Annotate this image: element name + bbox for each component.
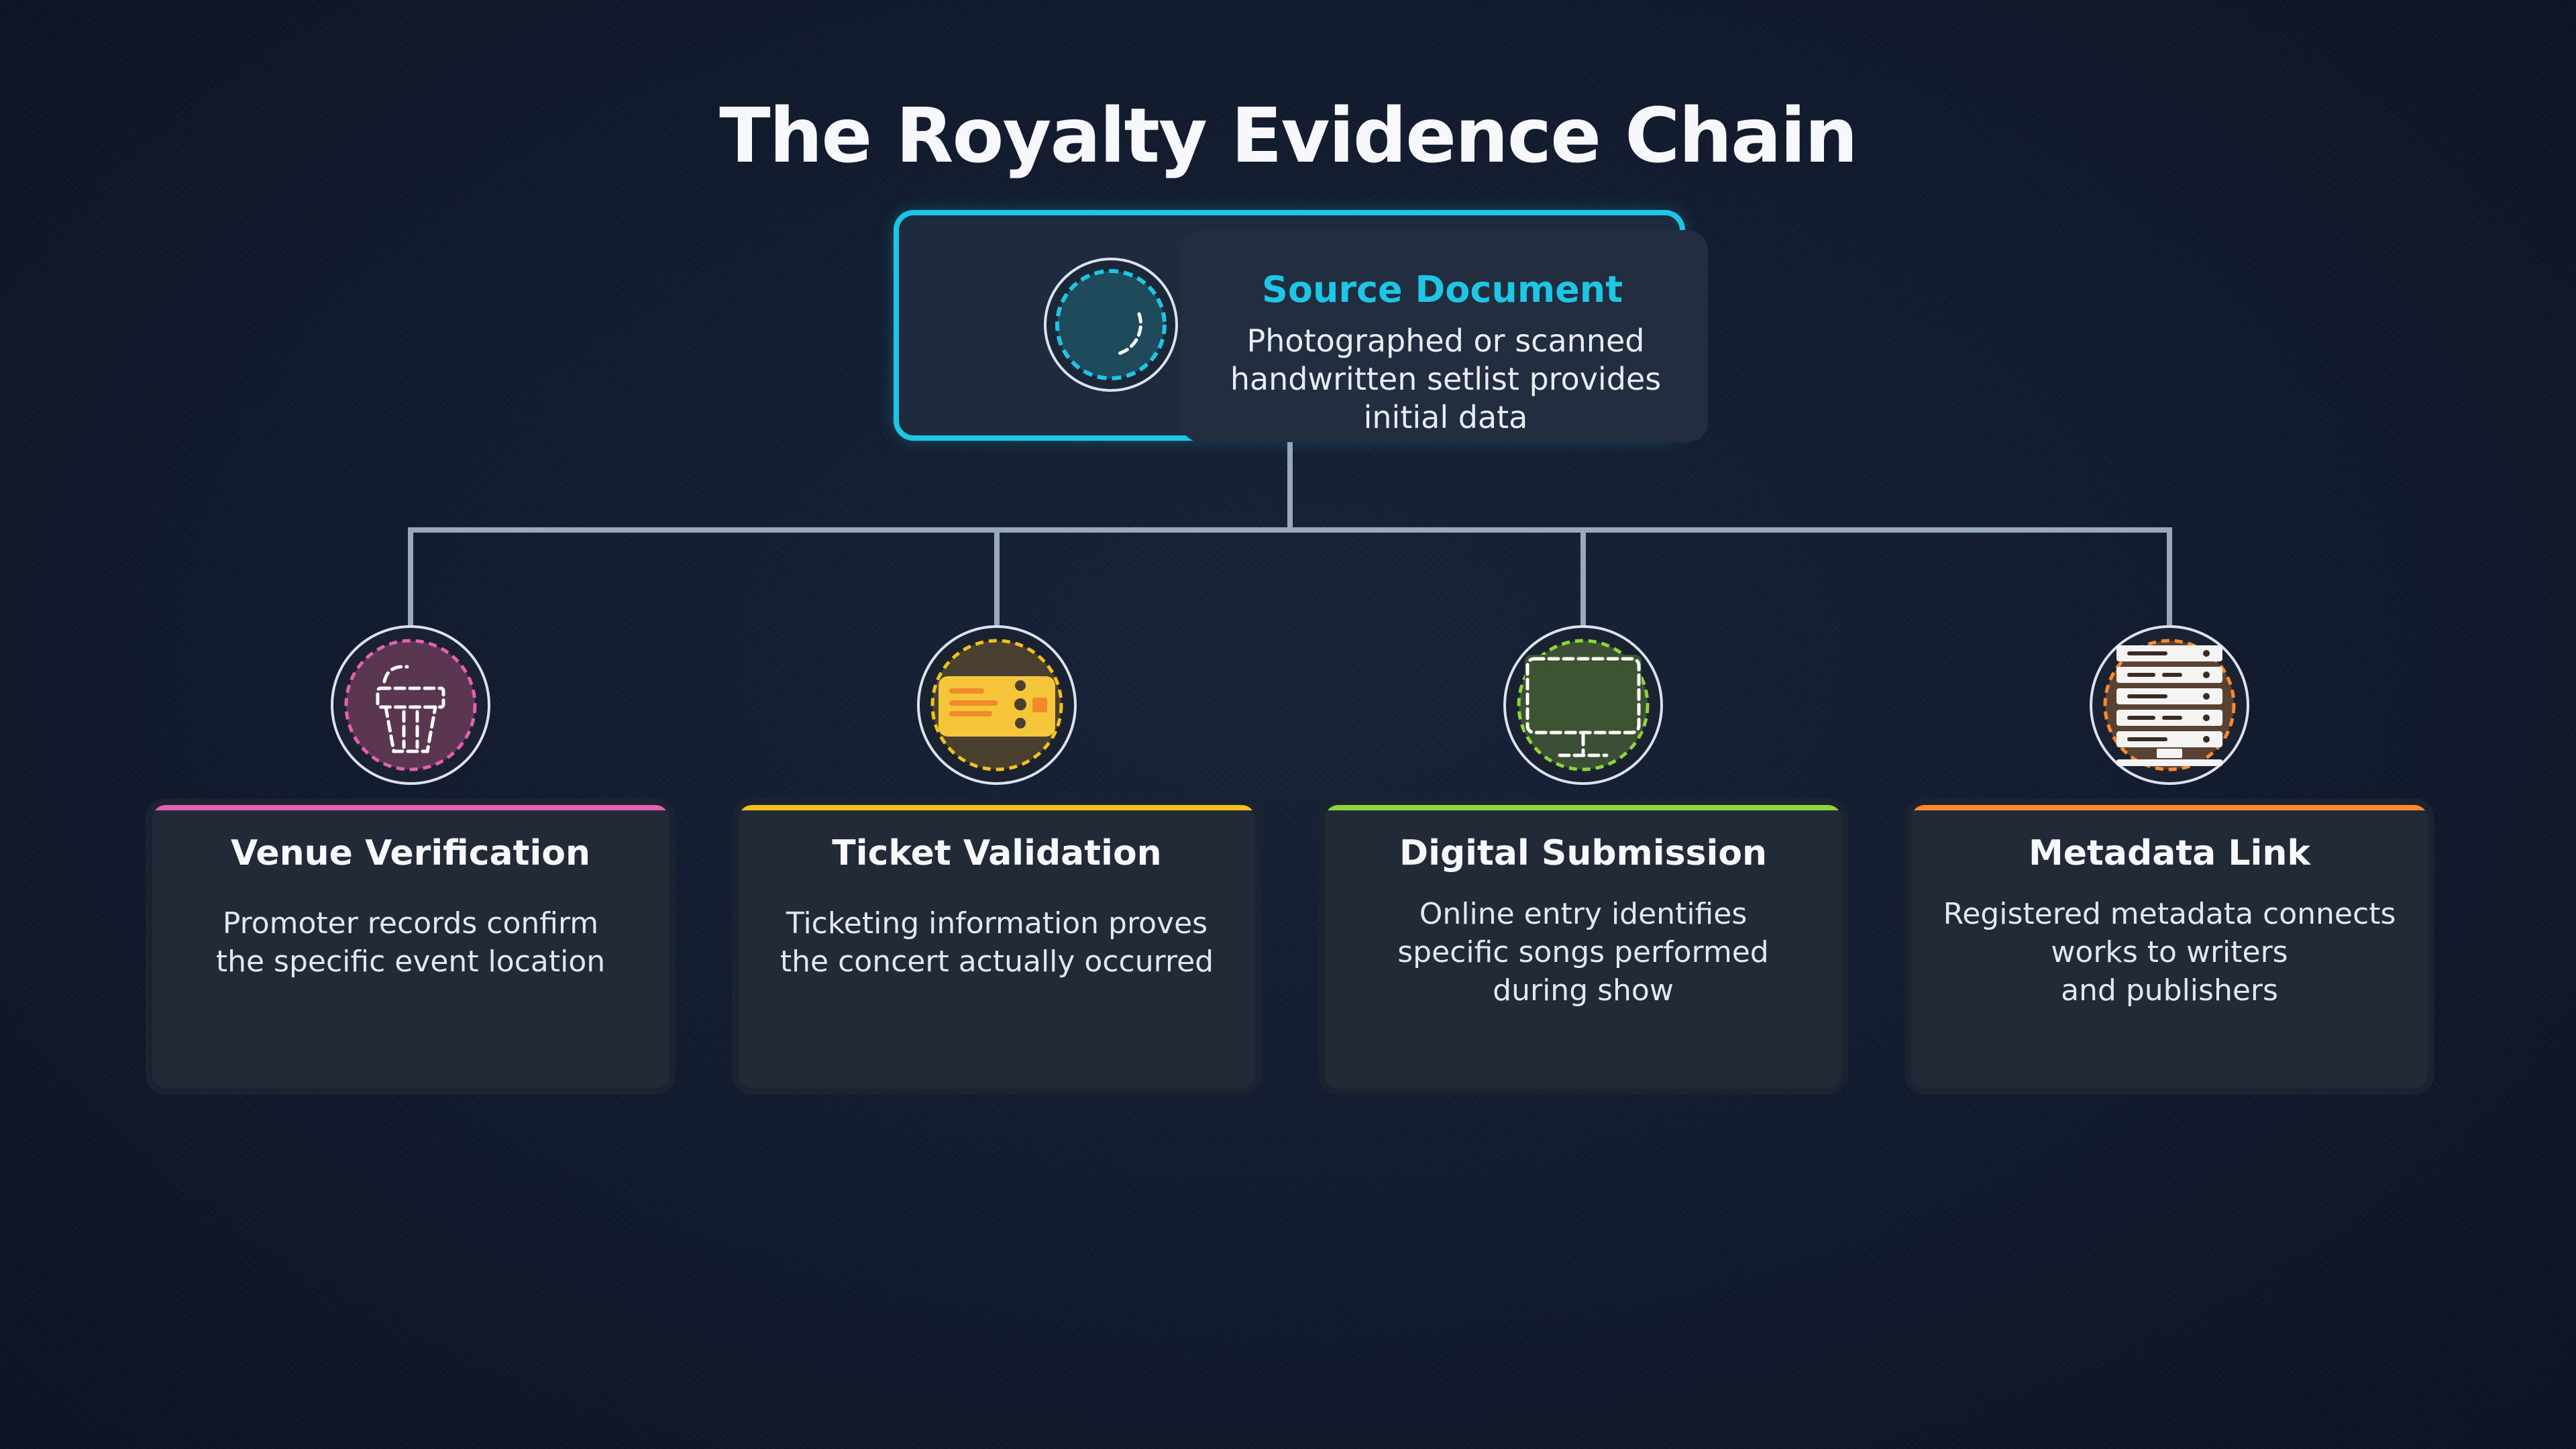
database-server-icon [2090, 625, 2249, 785]
card-accent-bar [1911, 805, 2428, 810]
card-title: Ticket Validation [832, 833, 1162, 873]
venue-podium-icon [331, 625, 490, 785]
card-accent-bar [152, 805, 669, 810]
card-title: Venue Verification [230, 833, 591, 873]
page-title: The Royalty Evidence Chain [719, 93, 1858, 180]
venue-verification-card: Venue Verification Promoter records conf… [146, 798, 676, 1095]
source-document-description: Photographed or scanned handwritten setl… [1230, 323, 1662, 435]
card-description: Online entry identifies specific songs p… [1397, 897, 1769, 1008]
ticket-validation-card: Ticket Validation Ticketing information … [732, 798, 1262, 1095]
source-document-inner-panel [1181, 230, 1708, 442]
digital-submission-card: Digital Submission Online entry identifi… [1318, 798, 1848, 1095]
card-description: Promoter records confirm the specific ev… [215, 906, 606, 979]
card-accent-bar [739, 805, 1255, 810]
monitor-icon [1503, 625, 1663, 785]
ticket-icon [917, 625, 1077, 785]
camera-lens-icon [1044, 258, 1178, 392]
card-title: Digital Submission [1399, 833, 1768, 873]
card-description: Registered metadata connects works to wr… [1943, 897, 2396, 1008]
card-description: Ticketing information proves the concert… [780, 906, 1214, 979]
metadata-link-card: Metadata Link Registered metadata connec… [1904, 798, 2434, 1095]
source-document-title: Source Document [1261, 268, 1623, 311]
card-accent-bar [1325, 805, 1841, 810]
card-title: Metadata Link [2029, 833, 2310, 873]
